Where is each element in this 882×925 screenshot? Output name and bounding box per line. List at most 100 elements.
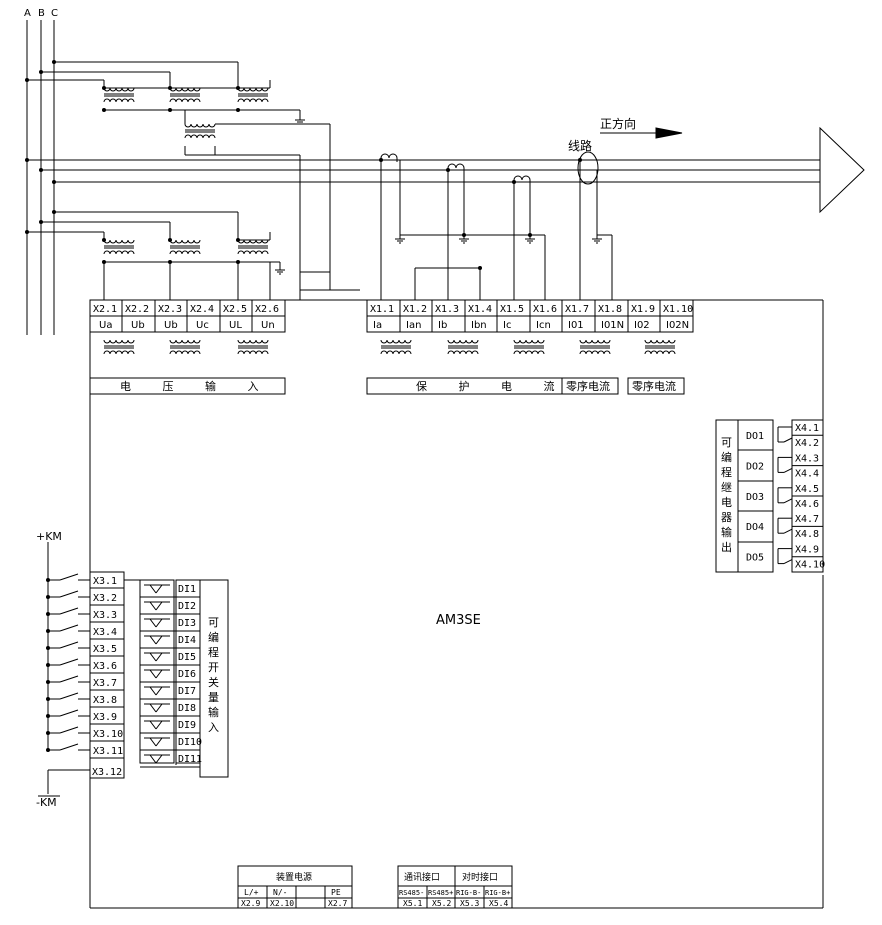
opto-symbol (155, 686, 163, 696)
opto-symbol (149, 669, 157, 679)
current-terminal-signal: I01N (601, 320, 624, 331)
line-label: 线路 (568, 138, 592, 153)
current-terminal-signal: I01 (568, 320, 584, 331)
relay-output-label-char: 程 (721, 466, 732, 479)
current-terminal-id: X1.6 (533, 304, 557, 315)
comm-signal: RS485+ (428, 889, 453, 897)
current-terminal-signal: Icn (536, 320, 551, 331)
power-signal: L/+ (244, 888, 259, 897)
voltage-terminal-signal: Ub (131, 320, 145, 331)
comm-terminal-id: X5.4 (489, 899, 508, 908)
relay-name: DO3 (746, 492, 764, 503)
opto-symbol (149, 652, 157, 662)
current-terminal-signal: Ia (373, 320, 382, 331)
current-terminal-signal: Ic (503, 320, 511, 331)
binary-input-label-char: 编 (208, 630, 219, 644)
comm-terminal-id: X5.3 (460, 899, 479, 908)
binary-input-name: DI10 (178, 737, 202, 748)
power-terminal-id: X2.9 (241, 899, 260, 908)
relay-output-label-char: 编 (721, 450, 732, 464)
binary-input-terminal: X3.11 (93, 746, 123, 757)
km-plus: +KM (36, 530, 62, 543)
opto-symbol (149, 686, 157, 696)
switch-blade (59, 641, 79, 649)
binary-input-name: DI7 (178, 686, 196, 697)
voltage-input-label: 电 压 输 入 (120, 379, 273, 393)
relay-output-label-char: 出 (721, 540, 732, 554)
voltage-terminal-signal: UL (229, 320, 242, 331)
relay-contact-blade (783, 528, 793, 534)
voltage-terminal-signal: Ua (99, 320, 112, 331)
binary-input-terminal: X3.10 (93, 729, 123, 740)
binary-input-name: DI2 (178, 601, 196, 612)
binary-input-terminal: X3.6 (93, 661, 117, 672)
comm-signal: RIG-B- (456, 889, 481, 897)
voltage-terminal-id: X2.2 (125, 304, 149, 315)
phase-label: C (51, 8, 58, 19)
relay-terminal-b: X4.4 (795, 468, 819, 479)
switch-blade (59, 726, 79, 734)
opto-symbol (149, 737, 157, 747)
binary-input-terminal: X3.1 (93, 576, 117, 587)
opto-symbol (155, 703, 163, 713)
binary-input-label-char: 开 (208, 661, 219, 674)
switch-blade (59, 573, 79, 581)
relay-contact-blade (783, 559, 793, 565)
phase-label: B (38, 8, 45, 19)
relay-output-label-char: 电 (721, 496, 732, 509)
protection-current-label: 保 护 电 流 (416, 379, 569, 393)
switch-blade (59, 743, 79, 751)
opto-symbol (149, 754, 157, 764)
switch-blade (59, 624, 79, 632)
voltage-terminal-signal: Ub (164, 320, 178, 331)
phase-label: A (24, 8, 31, 19)
current-terminal-signal: I02N (666, 320, 689, 331)
binary-input-label-char: 入 (208, 721, 219, 734)
zero-seq-label-1: 零序电流 (566, 379, 610, 393)
voltage-terminal-id: X2.6 (255, 304, 279, 315)
current-terminal-id: X1.10 (663, 304, 693, 315)
voltage-terminal-id: X2.4 (190, 304, 214, 315)
opto-symbol (149, 703, 157, 713)
binary-input-name: DI1 (178, 584, 196, 595)
current-terminal-id: X1.9 (631, 304, 655, 315)
power-title: 装置电源 (276, 871, 312, 883)
relay-output-label-char: 器 (721, 511, 732, 524)
voltage-terminal-signal: Uc (196, 320, 209, 331)
relay-output-label-char: 输 (721, 525, 732, 539)
opto-symbol (155, 635, 163, 645)
sync-title: 对时接口 (462, 871, 498, 883)
current-terminal-id: X1.3 (435, 304, 459, 315)
current-terminal-id: X1.8 (598, 304, 622, 315)
binary-input-terminal: X3.9 (93, 712, 117, 723)
x3-12-terminal: X3.12 (92, 767, 122, 778)
switch-blade (59, 675, 79, 683)
current-terminal-id: X1.2 (403, 304, 427, 315)
relay-terminal-b: X4.10 (795, 560, 825, 571)
relay-contact-blade (783, 437, 793, 443)
voltage-terminal-signal: Un (261, 320, 275, 331)
binary-input-label-char: 量 (208, 691, 219, 704)
comm-terminal-id: X5.2 (432, 899, 451, 908)
opto-symbol (155, 618, 163, 628)
relay-output-label-char: 继 (721, 481, 732, 494)
current-terminal-id: X1.7 (565, 304, 589, 315)
opto-symbol (149, 635, 157, 645)
power-terminal-id: X2.10 (270, 899, 294, 908)
relay-terminal-b: X4.8 (795, 529, 819, 540)
current-terminal-signal: Ib (438, 320, 447, 331)
switch-blade (59, 607, 79, 615)
binary-input-name: DI11 (178, 754, 202, 765)
current-terminal-id: X1.1 (370, 304, 394, 315)
opto-symbol (149, 601, 157, 611)
comm-signal: RIG-B+ (485, 889, 510, 897)
relay-name: DO5 (746, 553, 764, 564)
binary-input-name: DI8 (178, 703, 196, 714)
opto-symbol (149, 618, 157, 628)
relay-terminal-a: X4.7 (795, 514, 819, 525)
binary-input-name: DI9 (178, 720, 196, 731)
direction-label: 正方向 (600, 116, 636, 131)
